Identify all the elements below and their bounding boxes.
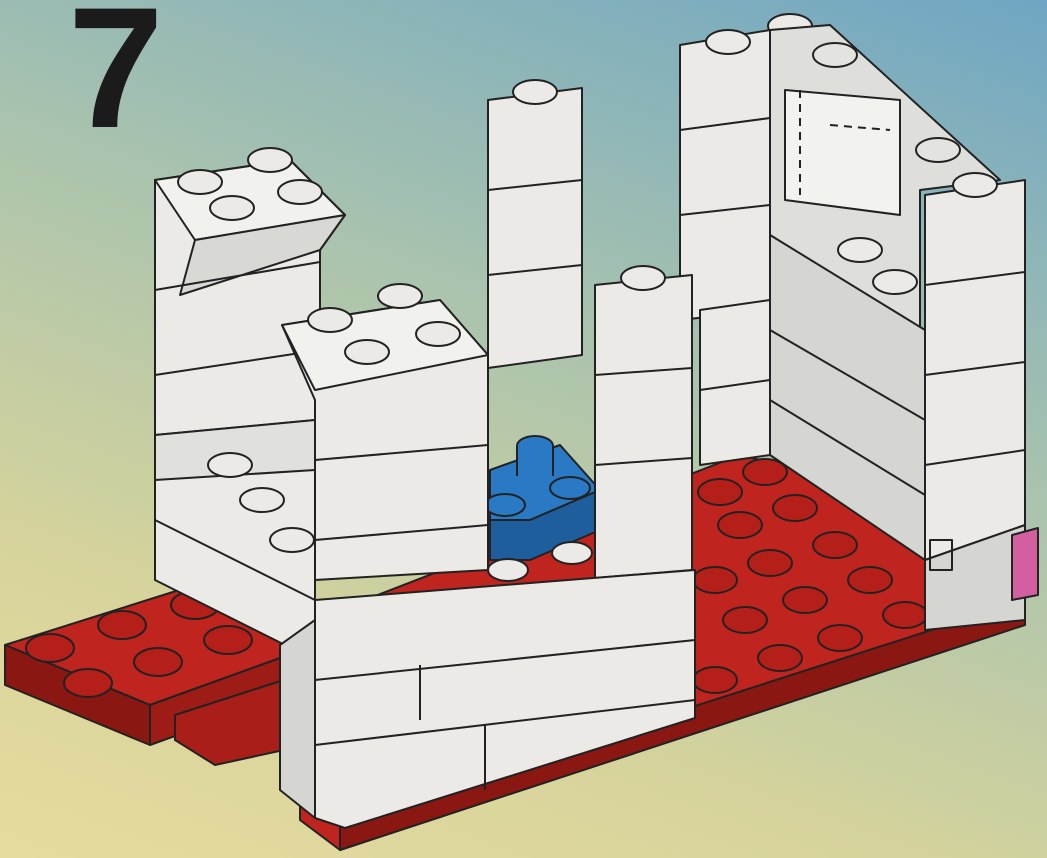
front-right-pillar [595, 266, 692, 578]
center-tall-pillar [488, 80, 582, 368]
pink-1x1-part [1012, 528, 1038, 600]
right-corner-tower [925, 173, 1025, 630]
